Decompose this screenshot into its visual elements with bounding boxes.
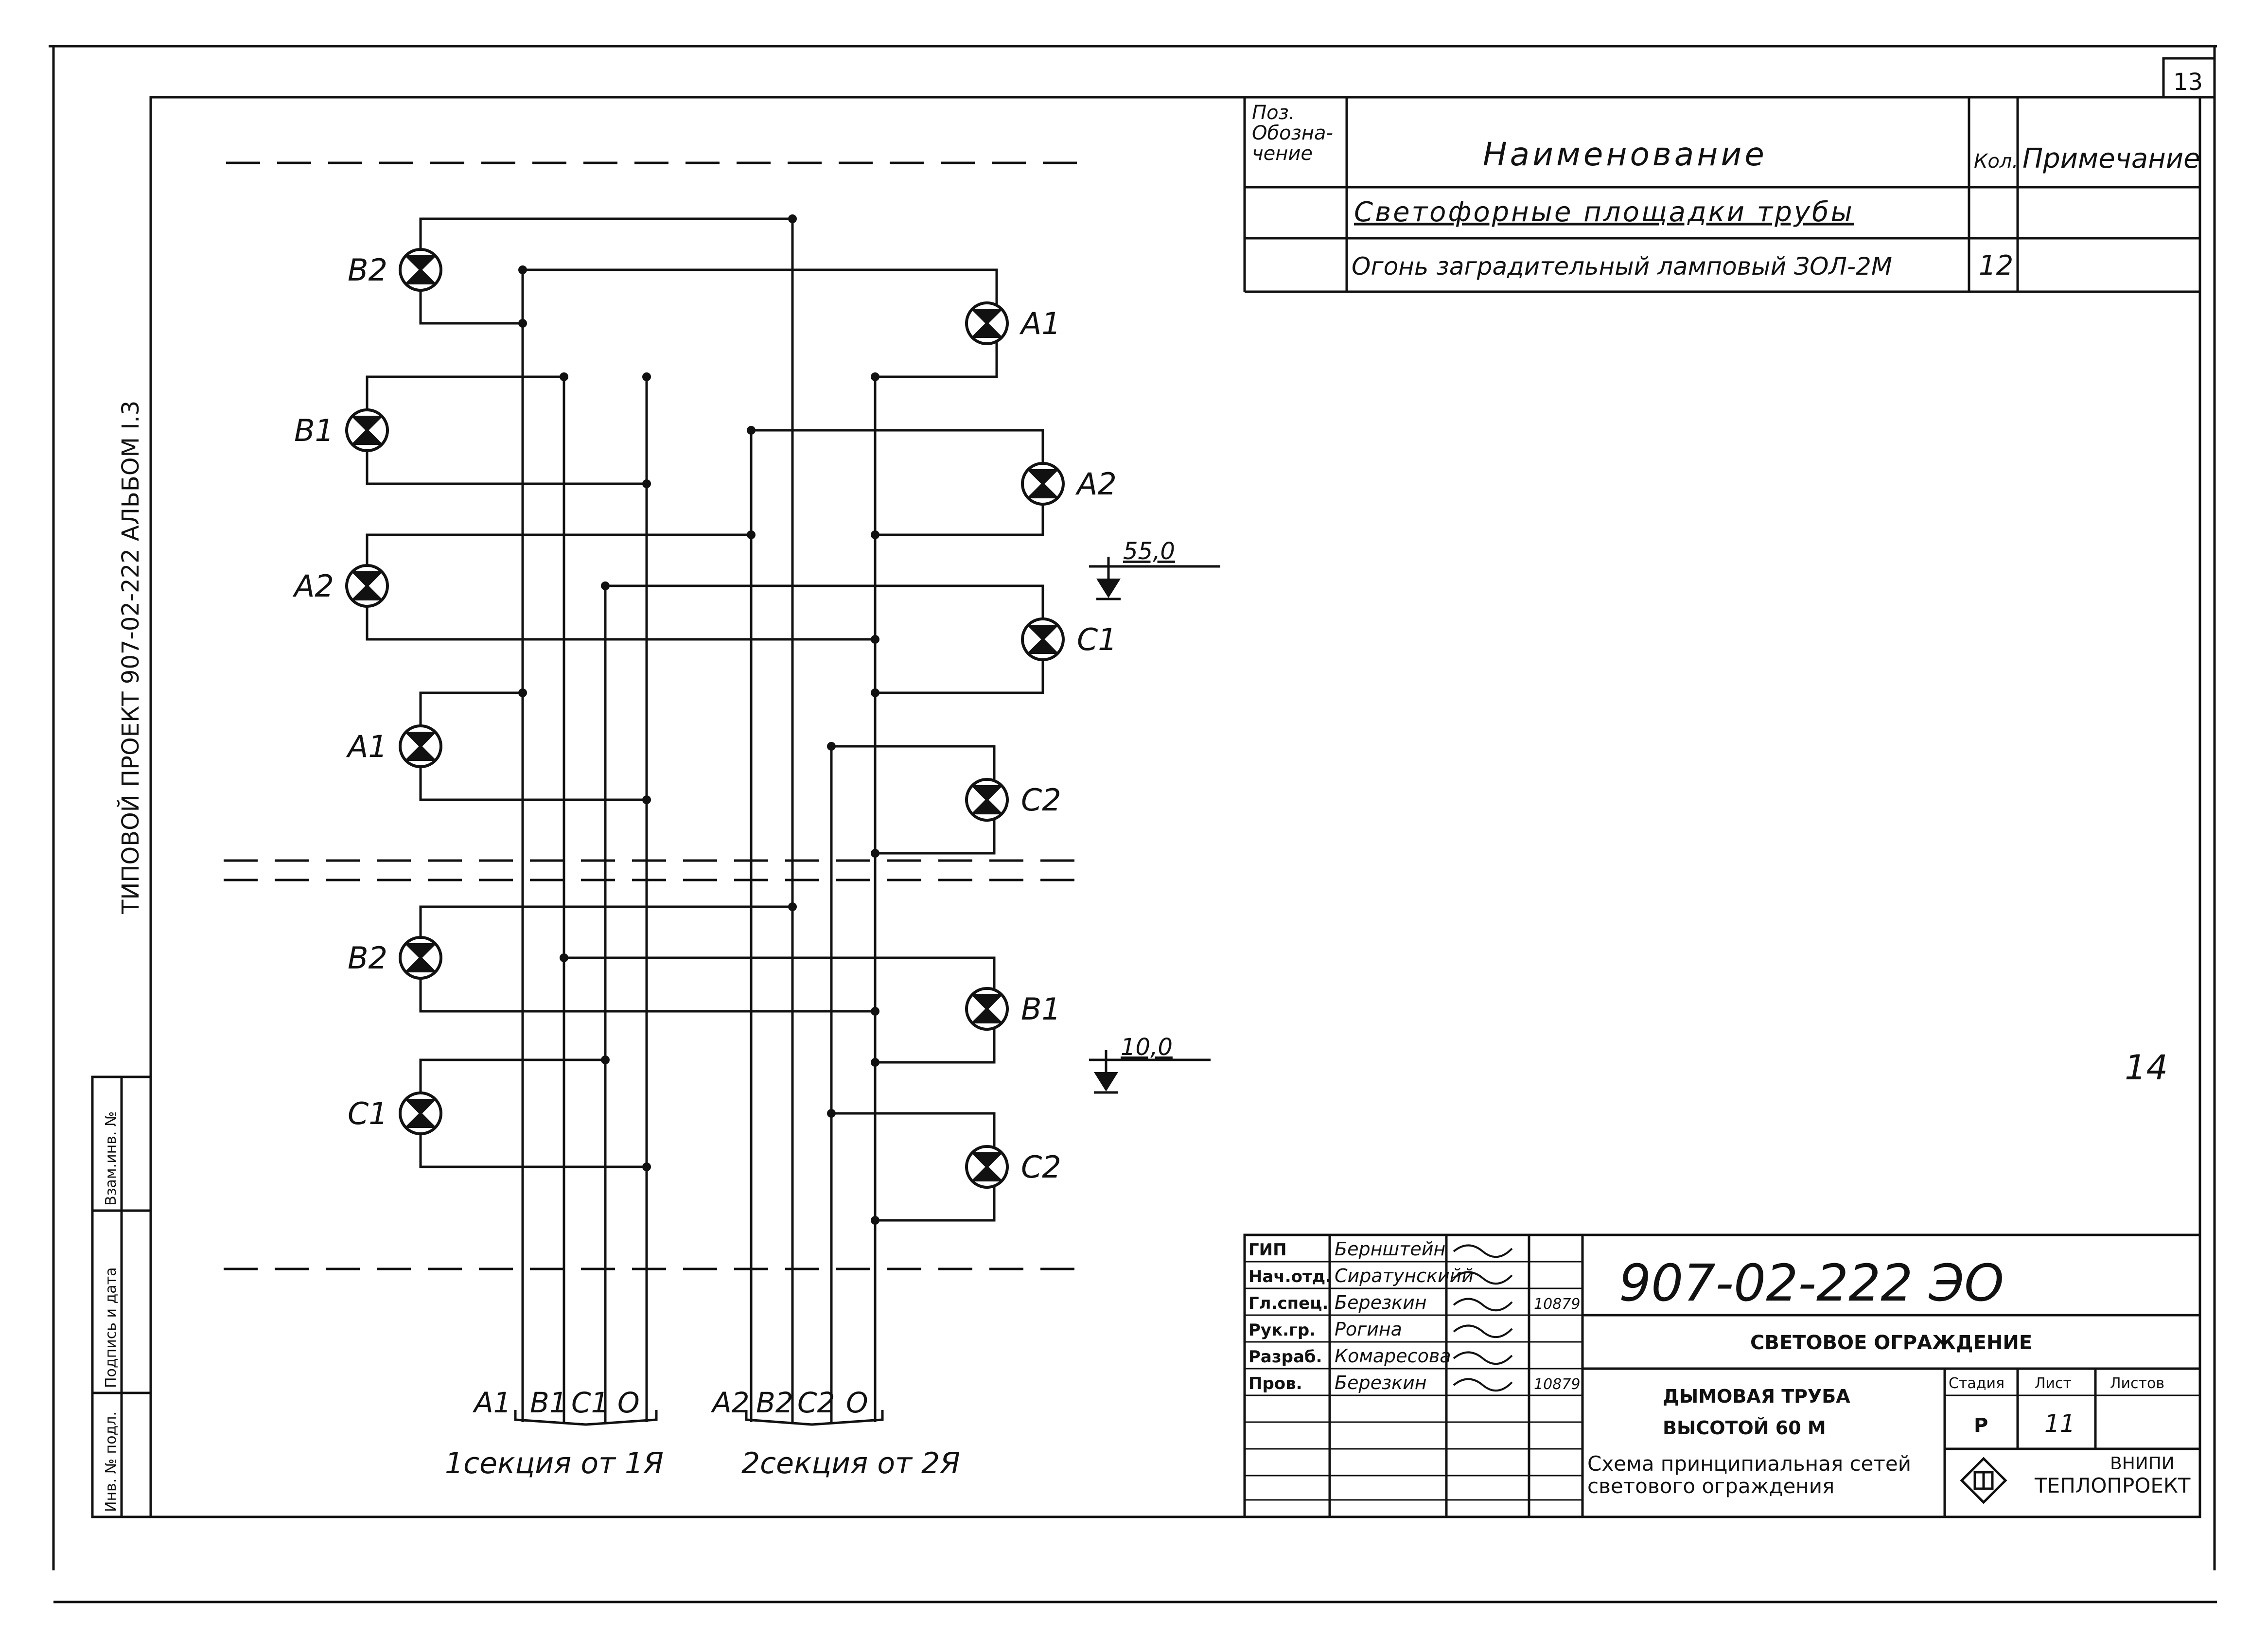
lamp-icon xyxy=(965,1145,1009,1189)
spec-header-note: Примечание xyxy=(2022,143,2200,175)
org-line-1: ВНИПИ xyxy=(2110,1454,2175,1474)
lamp-label: A1 xyxy=(346,729,387,764)
lamp-icon xyxy=(399,1091,442,1135)
sheet-header: Лист xyxy=(2035,1375,2072,1392)
lamp-icon xyxy=(965,778,1009,822)
lamp-label: A2 xyxy=(292,568,334,604)
spec-header-qty: Кол. xyxy=(1974,150,2018,173)
signature-mark xyxy=(1453,1351,1513,1365)
bus2-label-o: O xyxy=(846,1386,868,1419)
lamp-icon xyxy=(345,564,389,608)
signature-mark xyxy=(1453,1378,1513,1392)
lamp-icon xyxy=(399,248,442,292)
level-label-55: 55,0 xyxy=(1123,538,1175,565)
lamp-label: C1 xyxy=(348,1096,388,1131)
lamp-label: A1 xyxy=(1019,306,1061,341)
signature-mark xyxy=(1453,1244,1513,1258)
bus2-label-a2: A2 xyxy=(710,1386,750,1419)
tb-role: Разраб. xyxy=(1248,1347,1322,1367)
side-title: ТИПОВОЙ ПРОЕКТ 907-02-222 АЛЬБОМ I.3 xyxy=(117,401,144,915)
lamp-label: A2 xyxy=(1075,466,1117,502)
tb-date: 10879 xyxy=(1534,1296,1580,1313)
section-2-caption: 2секция от 2Я xyxy=(741,1446,960,1480)
tb-name: Сиратунскийй xyxy=(1335,1265,1474,1286)
signature-mark xyxy=(1453,1298,1513,1312)
lamp-icon xyxy=(965,301,1009,345)
wire-loops xyxy=(366,217,1044,1222)
lamp-label: B1 xyxy=(1021,991,1061,1027)
lamp-label: C1 xyxy=(1077,622,1117,657)
lamp-icon xyxy=(1021,617,1065,661)
sheet-frame xyxy=(49,45,2217,1603)
spec-row-2-name: Огонь заградительный ламповый ЗОЛ-2М xyxy=(1352,252,1892,281)
stage-value: Р xyxy=(1974,1414,1988,1437)
side-stamp-replace: Взам.инв. № xyxy=(103,1111,120,1206)
signature-mark xyxy=(1453,1271,1513,1285)
bus2-label-c2: C2 xyxy=(797,1386,835,1419)
level-mark-55 xyxy=(1089,557,1220,600)
level-label-10: 10,0 xyxy=(1121,1034,1173,1061)
bus1-label-c1: C1 xyxy=(571,1386,609,1419)
tb-role: Пров. xyxy=(1248,1374,1302,1393)
section-dash-lines xyxy=(224,161,1089,1270)
tb-name: Бернштейн xyxy=(1335,1238,1445,1260)
bus-lines xyxy=(521,219,877,1422)
side-stamp-inv: Инв. № подл. xyxy=(103,1411,120,1512)
tb-name: Березкин xyxy=(1335,1292,1427,1313)
title-block-grid xyxy=(1243,1233,2201,1518)
side-stamp-sign: Подпись и дата xyxy=(103,1267,120,1389)
sheet-number: 11 xyxy=(2044,1409,2075,1438)
lamp-icon xyxy=(345,408,389,452)
margin-mark: 14 xyxy=(2125,1048,2168,1088)
bus1-label-a1: A1 xyxy=(472,1386,511,1419)
lamp-label: B2 xyxy=(348,940,387,976)
title-block-signatures: ГИП БернштейнНач.отд.СиратунскиййГл.спец.… xyxy=(1248,1238,1580,1393)
spec-row-1-name: Светофорные площадки трубы xyxy=(1354,196,1854,228)
page-number: 13 xyxy=(2173,69,2203,96)
side-stamp xyxy=(91,1075,152,1518)
bus-labels: A1 B1 C1 O A2 B2 C2 O xyxy=(472,1386,884,1426)
lamp-label: B1 xyxy=(294,413,334,448)
bus1-label-b1: B1 xyxy=(530,1386,567,1419)
spec-table xyxy=(1243,97,2200,293)
lamp-icon xyxy=(399,724,442,768)
tb-role: Нач.отд. xyxy=(1248,1267,1332,1286)
sheets-header: Листов xyxy=(2110,1375,2164,1392)
object-line-2: ВЫСОТОЙ 60 М xyxy=(1663,1417,1826,1439)
tb-name: Комаресова xyxy=(1335,1345,1451,1367)
spec-header-pos: Поз.Обозна-чение xyxy=(1252,102,1333,165)
lamp-icon xyxy=(965,987,1009,1031)
bus2-label-b2: B2 xyxy=(756,1386,793,1419)
doc-code: 907-02-222 ЭО xyxy=(1619,1253,2004,1313)
org-logo-icon xyxy=(1960,1457,2007,1504)
lamp-icon xyxy=(399,936,442,980)
tb-name: Березкин xyxy=(1335,1372,1427,1393)
spec-header-name: Наименование xyxy=(1483,136,1767,173)
lamp-label: B2 xyxy=(348,252,387,288)
junction-dots xyxy=(518,214,879,1225)
level-mark-10 xyxy=(1089,1050,1211,1094)
signature-mark xyxy=(1453,1324,1513,1338)
doc-title: СВЕТОВОЕ ОГРАЖДЕНИЕ xyxy=(1750,1332,2032,1354)
lamp-label: C2 xyxy=(1021,782,1061,818)
tb-role: ГИП xyxy=(1248,1240,1287,1260)
bus1-label-o: O xyxy=(617,1386,640,1419)
tb-date: 10879 xyxy=(1534,1376,1580,1393)
tb-role: Рук.гр. xyxy=(1248,1320,1316,1340)
lamp-icon xyxy=(1021,462,1065,506)
tb-role: Гл.спец. xyxy=(1248,1294,1328,1313)
org-line-2: ТЕПЛОПРОЕКТ xyxy=(2034,1474,2191,1497)
tb-name: Рогина xyxy=(1335,1319,1402,1340)
stage-header: Стадия xyxy=(1949,1375,2004,1392)
section-1-caption: 1секция от 1Я xyxy=(445,1446,664,1480)
object-line-1: ДЫМОВАЯ ТРУБА xyxy=(1663,1386,1850,1407)
lamp-label: C2 xyxy=(1021,1149,1061,1185)
spec-row-2-qty: 12 xyxy=(1979,250,2013,282)
